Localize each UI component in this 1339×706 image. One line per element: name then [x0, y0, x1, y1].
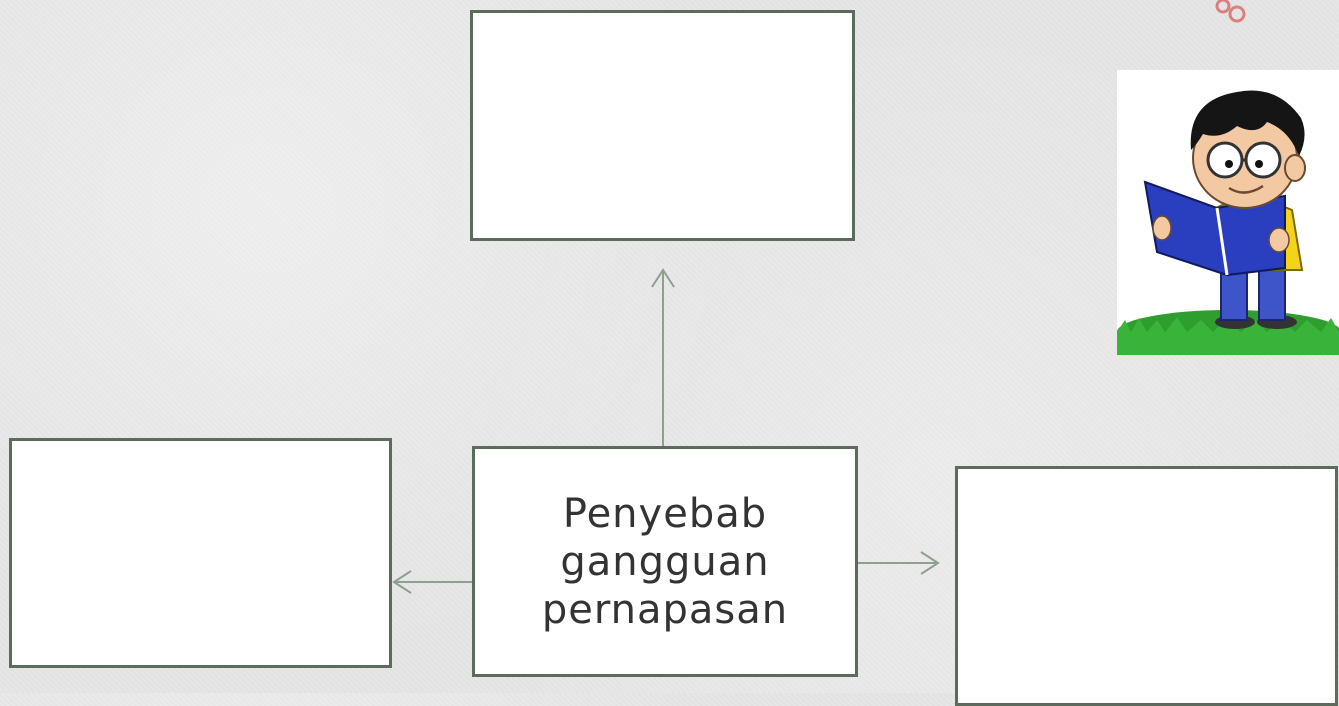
arrowhead-left: [392, 570, 412, 594]
diagram-node-left: [9, 438, 392, 668]
diagram-node-right: [955, 466, 1338, 706]
decorative-swirl-icon: [1215, 0, 1246, 23]
diagram-node-center: Penyebab gangguan pernapasan: [472, 446, 858, 677]
arrowhead-right: [920, 551, 940, 575]
boy-reading-book-icon: [1117, 70, 1339, 355]
center-node-label: Penyebab gangguan pernapasan: [541, 490, 789, 633]
arrowhead-up: [651, 268, 675, 288]
diagram-node-top: [470, 10, 855, 241]
